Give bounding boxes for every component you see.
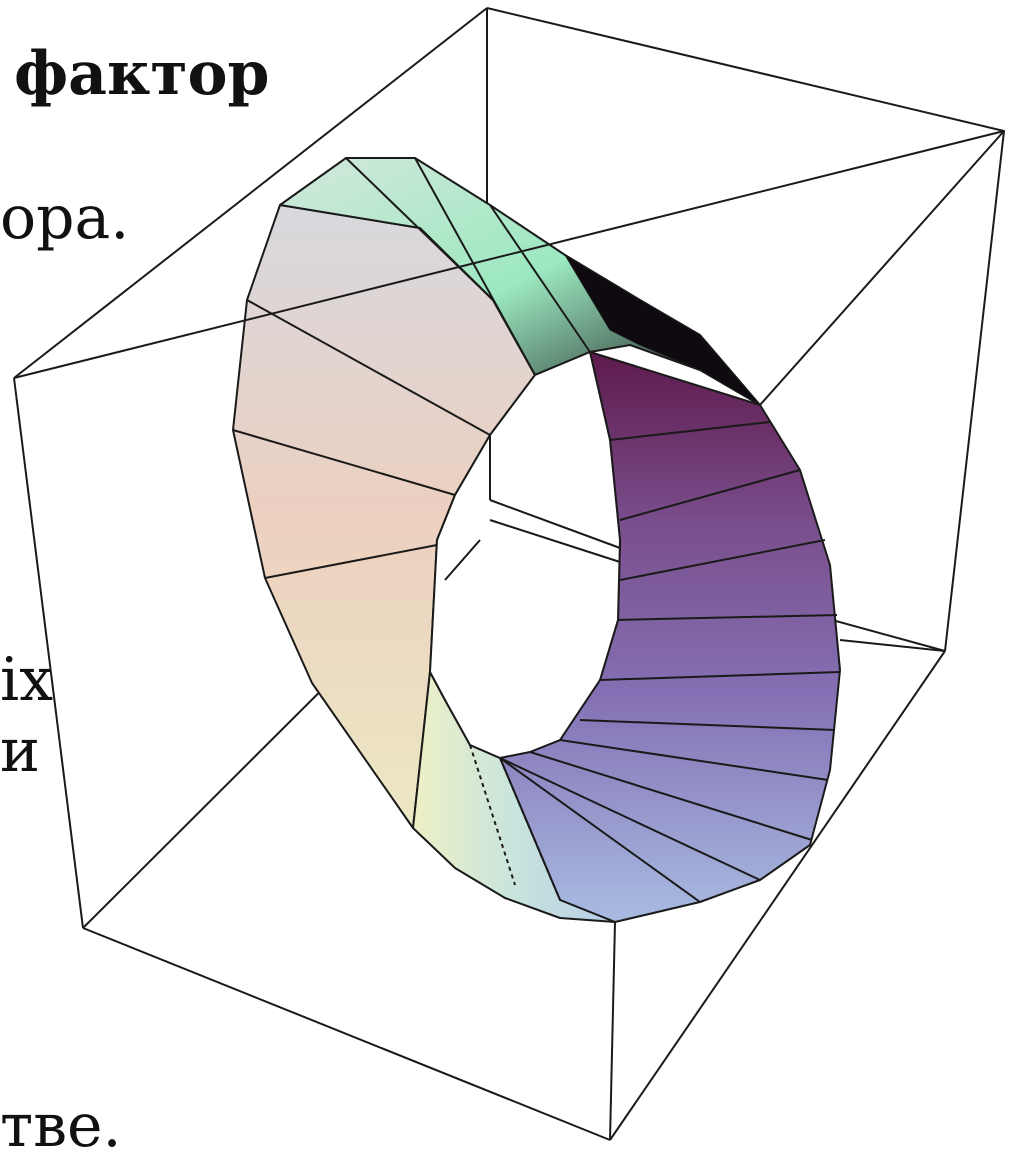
- mesh-line: [232, 429, 456, 496]
- hole-gridline: [444, 539, 481, 581]
- mesh-line: [345, 157, 494, 301]
- box-right-lower: [839, 639, 946, 652]
- box-front-vertical: [609, 921, 616, 1141]
- box-left-edge: [13, 377, 84, 929]
- mesh-line: [264, 544, 438, 579]
- mesh-line: [619, 469, 801, 521]
- mesh-line: [246, 299, 491, 436]
- slide-title-fragment: фактор: [14, 39, 270, 109]
- mesh-line: [499, 757, 701, 903]
- mesh-line: [619, 539, 826, 581]
- box-lines-through-hole: [444, 435, 621, 581]
- box-top-left-edge: [13, 7, 488, 379]
- slide-text-fragment-2: іх: [0, 645, 54, 715]
- mesh-line: [599, 671, 841, 681]
- box-top-front-edge: [13, 130, 1005, 379]
- box-right-diagonal: [759, 130, 1005, 406]
- mesh-line: [579, 719, 836, 731]
- surface-top-strip: [279, 157, 761, 406]
- dark-top-band: [564, 254, 761, 406]
- slide-text-fragment-4: тве.: [0, 1091, 122, 1155]
- mesh-line-dashed: [469, 744, 516, 886]
- hole-gridline: [489, 499, 621, 549]
- box-bottom-front-edge: [82, 927, 611, 1141]
- mesh-line: [414, 157, 536, 376]
- box-bottom-right-edge: [609, 650, 946, 1141]
- bounding-box-front: [13, 7, 1005, 1141]
- mesh-line: [489, 204, 591, 353]
- mesh-line-dashed: [499, 757, 561, 901]
- slide-text-fragment-3: и: [0, 716, 40, 786]
- slide-text-fragment-1: ора.: [0, 183, 130, 253]
- hole-gridline: [489, 519, 621, 563]
- mesh-line: [499, 757, 761, 881]
- mesh-line: [559, 739, 829, 781]
- mesh-line: [529, 751, 813, 841]
- surface-inner-hole: [428, 350, 622, 760]
- mesh-line: [609, 421, 771, 441]
- mesh-line: [614, 614, 838, 621]
